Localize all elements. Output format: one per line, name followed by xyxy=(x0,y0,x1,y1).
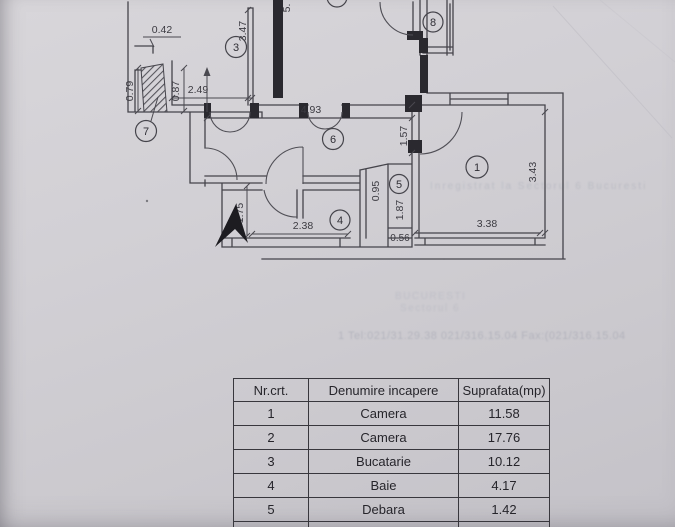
cell-nr: 4 xyxy=(233,473,309,498)
cell-name: Hol xyxy=(308,521,459,527)
room-number-1: 1 xyxy=(474,162,480,174)
dim-3.43: 3.43 xyxy=(527,162,539,183)
cell-name: Camera xyxy=(308,425,459,450)
door-arcs xyxy=(204,1,463,218)
cell-area: 11.58 xyxy=(458,401,550,426)
scan-specks xyxy=(145,199,445,260)
cell-nr: 1 xyxy=(233,401,309,426)
cell-nr: 3 xyxy=(233,449,309,474)
room-number-4: 4 xyxy=(337,215,343,227)
room-schedule-table: Nr.crt. Denumire incapere Suprafata(mp) … xyxy=(233,378,550,527)
floor-plan-drawing: 0.42 2.49 4.93 3.38 2.38 0.56 0.79 0.87 … xyxy=(124,0,675,342)
cell-nr: 6 xyxy=(233,521,309,527)
dimension-lines xyxy=(134,6,549,240)
header-nr-crt: Nr.crt. xyxy=(233,378,309,402)
table-row: 4 Baie 4.17 xyxy=(233,473,550,498)
cell-area: 17.76 xyxy=(458,425,550,450)
cell-name: Debara xyxy=(308,497,459,522)
cell-name: Bucatarie xyxy=(308,449,459,474)
dim-0.87: 0.87 xyxy=(170,81,182,102)
dim-2.38: 2.38 xyxy=(293,220,314,232)
dim-0.56: 0.56 xyxy=(390,233,410,244)
dim-2.49: 2.49 xyxy=(188,84,209,96)
dim-0.42: 0.42 xyxy=(152,24,173,36)
table-row: 5 Debara 1.42 xyxy=(233,497,550,522)
room-number-8: 8 xyxy=(430,17,436,29)
bleed-room-line: Inregistrat la Sectorul 6 Bucuresti xyxy=(430,181,647,192)
cell-name: Baie xyxy=(308,473,459,498)
table-header-row: Nr.crt. Denumire incapere Suprafata(mp) xyxy=(233,378,550,402)
room-number-3: 3 xyxy=(233,42,239,54)
cell-name: Camera xyxy=(308,401,459,426)
dim-1.87: 1.87 xyxy=(394,200,406,221)
room-schedule: Nr.crt. Denumire incapere Suprafata(mp) … xyxy=(233,378,550,527)
dimension-arrowhead xyxy=(203,67,211,76)
cell-area: 1.42 xyxy=(458,497,550,522)
cell-area: 7.64 xyxy=(458,521,550,527)
room-number-7: 7 xyxy=(143,126,149,138)
dim-4.93: 4.93 xyxy=(301,104,322,116)
bleed-line-3: 1 Tel:021/31.29.38 021/316.15.04 Fax:(02… xyxy=(338,330,626,342)
header-denumire-incapere: Denumire incapere xyxy=(308,378,459,402)
wall-fills xyxy=(204,0,428,153)
dim-5: 5. xyxy=(281,4,293,13)
bleed-line-2: Sectorul 6 xyxy=(400,303,460,314)
dim-0.79: 0.79 xyxy=(124,81,136,102)
dimension-labels: 0.42 2.49 4.93 3.38 2.38 0.56 0.79 0.87 … xyxy=(124,4,539,244)
table-row: 6 Hol 7.64 xyxy=(233,521,550,527)
walls xyxy=(127,0,566,260)
room-number-6: 6 xyxy=(330,134,336,146)
cell-area: 4.17 xyxy=(458,473,550,498)
table-row: 2 Camera 17.76 xyxy=(233,425,550,450)
bleed-through-text: Inregistrat la Sectorul 6 Bucuresti BUCU… xyxy=(338,181,647,342)
table-row: 3 Bucatarie 10.12 xyxy=(233,449,550,474)
hatched-wall-panel xyxy=(140,63,168,113)
room-number-bubbles: 1 3 4 5 6 7 8 xyxy=(134,0,489,231)
cell-area: 10.12 xyxy=(458,449,550,474)
cell-nr: 2 xyxy=(233,425,309,450)
dim-0.95: 0.95 xyxy=(370,181,382,202)
paper-creases xyxy=(552,0,675,139)
cell-nr: 5 xyxy=(233,497,309,522)
dim-3.47: 3.47 xyxy=(237,21,249,42)
room-number-5: 5 xyxy=(396,179,402,191)
dim-1.57: 1.57 xyxy=(398,126,410,147)
dim-3.38: 3.38 xyxy=(477,218,498,230)
north-arrow-icon xyxy=(215,204,248,247)
table-row: 1 Camera 11.58 xyxy=(233,401,550,426)
header-suprafata: Suprafata(mp) xyxy=(458,378,550,402)
bleed-line-1: BUCURESTI xyxy=(395,291,466,302)
